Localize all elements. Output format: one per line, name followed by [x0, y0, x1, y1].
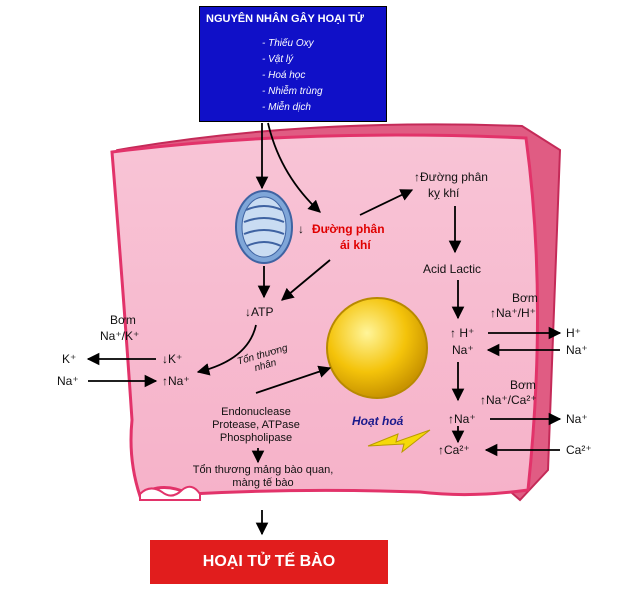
enzymes-label: Endonuclease Protease, ATPase Phospholip…	[212, 406, 300, 444]
pump-na-ca-label-2: ↑Na⁺/Ca²⁺	[480, 393, 537, 407]
atp-label: ↓ATP	[245, 305, 274, 319]
result-label: HOẠI TỬ TẾ BÀO	[202, 553, 336, 570]
ca-in-label: ↑Ca²⁺	[438, 443, 470, 457]
pump-na-k-label-2: Na⁺/K⁺	[100, 329, 140, 343]
na-out-label: Na⁺	[566, 343, 588, 357]
down-arrow-glyph: ↓	[298, 222, 304, 236]
acid-lactic-label: Acid Lactic	[423, 262, 482, 276]
k-out-label: K⁺	[62, 352, 77, 366]
activation-label: Hoạt hoá	[352, 414, 404, 428]
na-out-2-label: Na⁺	[566, 412, 588, 426]
aerobic-glycolysis-label-2: ái khí	[340, 238, 371, 252]
cause-item: - Miễn dịch	[262, 102, 311, 113]
na-in-2-label: ↑Na⁺	[448, 412, 476, 426]
pump-na-k-label: Bơm	[110, 313, 136, 327]
na-in-left-label: ↑Na⁺	[162, 374, 190, 388]
cause-box: NGUYÊN NHÂN GÂY HOẠI TỬ - Thiếu Oxy - Vậ…	[199, 6, 387, 122]
result-box: HOẠI TỬ TẾ BÀO	[150, 540, 388, 584]
cause-item: - Hoá học	[262, 70, 306, 81]
anaerobic-glycolysis-label: ↑Đường phân	[414, 170, 488, 184]
pump-na-ca-label: Bơm	[510, 378, 536, 392]
h-out-label: H⁺	[566, 326, 581, 340]
anaerobic-glycolysis-label-2: kỵ khí	[428, 186, 460, 200]
cause-item: - Nhiễm trùng	[262, 86, 323, 97]
cell-membrane	[110, 133, 540, 499]
cause-item: - Vật lý	[262, 54, 294, 65]
aerobic-glycolysis-label: Đường phân	[312, 222, 385, 236]
ca-out-label: Ca²⁺	[566, 443, 592, 457]
k-in-label: ↓K⁺	[162, 352, 183, 366]
ruptured-edge	[139, 485, 201, 501]
na-in-label: Na⁺	[452, 343, 474, 357]
mitochondrion-icon	[235, 190, 293, 264]
pump-na-h-label: Bơm	[512, 291, 538, 305]
na-out-left-label: Na⁺	[57, 374, 79, 388]
cause-item: - Thiếu Oxy	[262, 38, 314, 49]
lightning-icon	[367, 429, 431, 454]
cause-title: NGUYÊN NHÂN GÂY HOẠI TỬ	[206, 13, 365, 25]
organelle-injury-label: Tổn thương mảng bào quan, màng tế bào	[192, 464, 334, 489]
pump-na-h-label-2: ↑Na⁺/H⁺	[490, 306, 537, 320]
nucleus-icon	[326, 297, 428, 399]
h-in-label: ↑ H⁺	[450, 326, 475, 340]
